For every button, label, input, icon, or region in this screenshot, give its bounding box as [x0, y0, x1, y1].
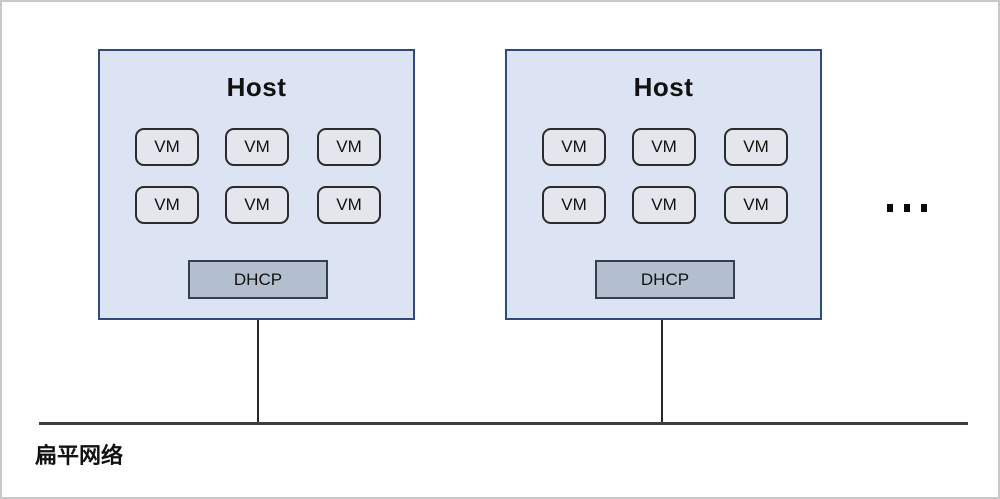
flat-network-label: 扁平网络: [35, 443, 124, 468]
more-hosts-ellipsis-icon: [887, 204, 927, 212]
host-title: Host: [633, 72, 694, 102]
vm-box: VM: [542, 128, 606, 166]
vm-box: VM: [542, 186, 606, 224]
vm-box: VM: [225, 186, 289, 224]
vm-box: VM: [225, 128, 289, 166]
vm-box: VM: [135, 128, 199, 166]
vm-box: VM: [317, 186, 381, 224]
ellipsis-dot: [887, 204, 893, 212]
host2-network-connector-line: [661, 320, 663, 423]
host-title: Host: [226, 72, 287, 102]
ellipsis-dot: [904, 204, 910, 212]
vm-box: VM: [135, 186, 199, 224]
host-box-2: Host VM VM VM VM VM VM DHCP: [505, 49, 822, 320]
vm-box: VM: [632, 186, 696, 224]
host-box-1: Host VM VM VM VM VM VM DHCP: [98, 49, 415, 320]
flat-network-line: [39, 422, 968, 425]
host1-network-connector-line: [257, 320, 259, 423]
vm-box: VM: [724, 128, 788, 166]
vm-box: VM: [632, 128, 696, 166]
dhcp-box: DHCP: [595, 260, 735, 299]
vm-box: VM: [724, 186, 788, 224]
ellipsis-dot: [921, 204, 927, 212]
dhcp-box: DHCP: [188, 260, 328, 299]
vm-box: VM: [317, 128, 381, 166]
